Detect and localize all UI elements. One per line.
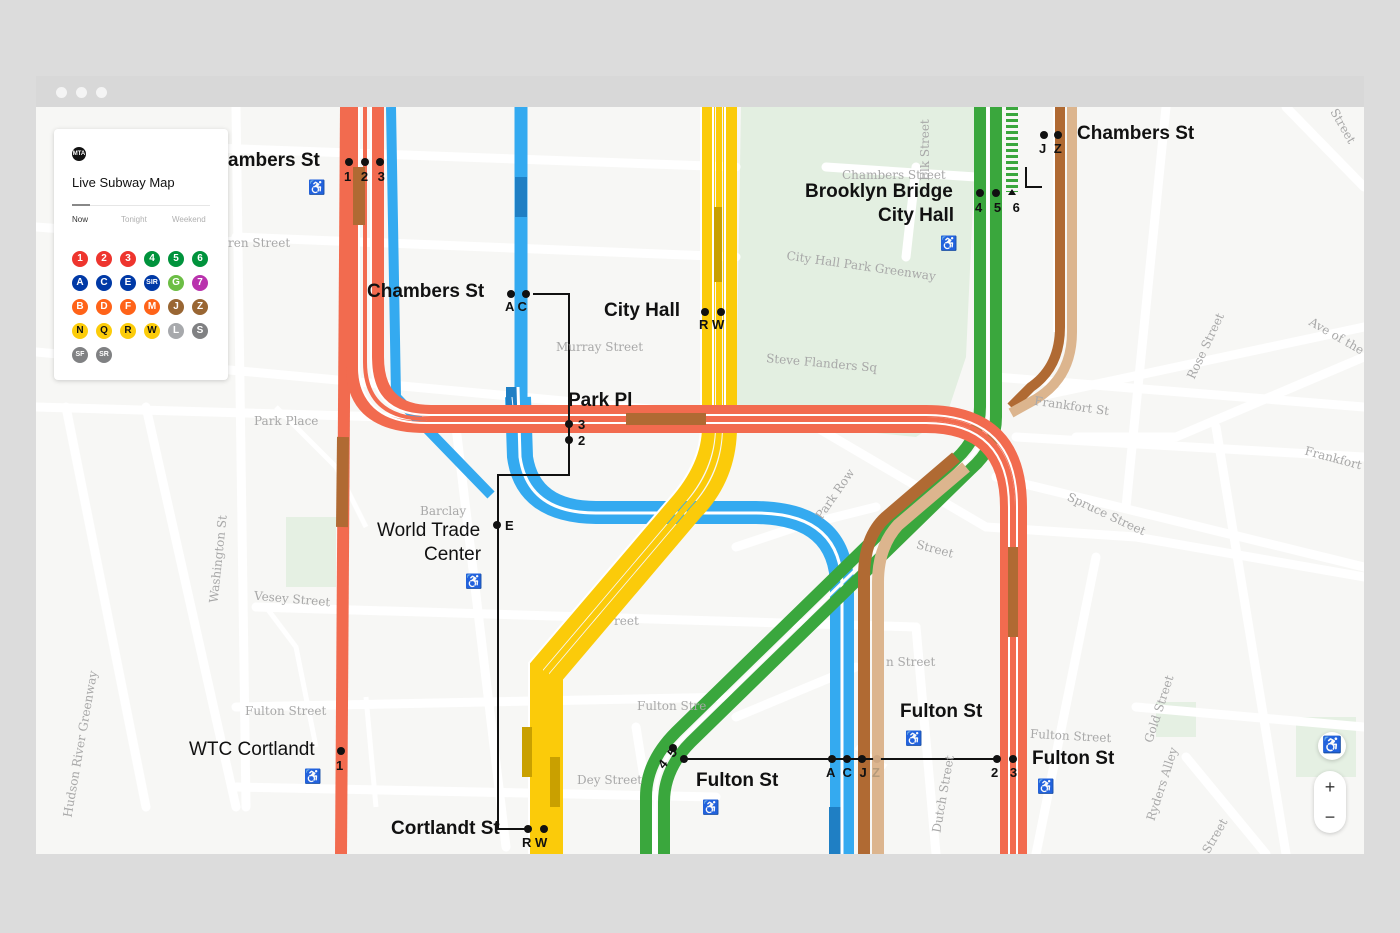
route-park-pl-3: 3 [578, 417, 586, 432]
routes-chambers-123: 1 2 3 [344, 169, 388, 184]
accessible-icon: ♿ [1322, 737, 1342, 754]
station-cortlandt[interactable]: Cortlandt St [391, 818, 500, 839]
tab-divider [72, 205, 210, 206]
map-canvas[interactable] [36, 107, 1364, 854]
route-bullet-sf[interactable]: SF [72, 347, 88, 363]
routes-chambers-jz: J Z [1039, 141, 1064, 156]
route-bullet-s[interactable]: S [192, 323, 208, 339]
street-label: Murray Street [556, 340, 644, 354]
accessible-icon: ♿ [1037, 778, 1055, 794]
route-bullet-7[interactable]: 7 [192, 275, 208, 291]
accessibility-toggle-button[interactable]: ♿ [1318, 732, 1346, 760]
routes-wtc: E [505, 518, 514, 533]
routes-city-hall: R W [699, 317, 725, 332]
station-brooklyn-bridge-line2[interactable]: City Hall [878, 205, 955, 226]
route-bullet-2[interactable]: 2 [96, 251, 112, 267]
route-bullet-r[interactable]: R [120, 323, 136, 339]
routes-fulton-acjz-muted: Z [872, 765, 880, 780]
panel-title: Live Subway Map [72, 175, 175, 190]
station-fulton-acjz[interactable]: Fulton St [900, 701, 983, 722]
route-bullet-1[interactable]: 1 [72, 251, 88, 267]
tab-tonight[interactable]: Tonight [121, 215, 147, 224]
route-bullet-c[interactable]: C [96, 275, 112, 291]
title-bar [36, 76, 1364, 107]
street-label: Chambers Street [842, 168, 946, 182]
route-bullet-l[interactable]: L [168, 323, 184, 339]
maximize-dot[interactable] [96, 87, 107, 98]
street-label: Elk Street [917, 119, 932, 181]
route-6-marker [1008, 189, 1016, 195]
route-bullet-3[interactable]: 3 [120, 251, 136, 267]
accessible-icon: ♿ [304, 768, 322, 784]
routes-fulton-acjz: A C J [826, 765, 869, 780]
street-label: Dey Street [577, 773, 643, 787]
route-bullet-g[interactable]: G [168, 275, 184, 291]
route-1-line [335, 107, 352, 854]
route-bullet-b[interactable]: B [72, 299, 88, 315]
mta-logo: MTA [72, 147, 86, 161]
minimize-dot[interactable] [76, 87, 87, 98]
accessible-icon: ♿ [905, 730, 923, 746]
street-label: Fulton Street [245, 704, 327, 718]
station-chambers-jz[interactable]: Chambers St [1077, 123, 1195, 144]
route-jz-line [858, 107, 1077, 854]
station-chambers-ac[interactable]: Chambers St [367, 281, 485, 302]
route-bullet-sr[interactable]: SR [96, 347, 112, 363]
routes-chambers-ac: A C [505, 299, 527, 314]
route-bullet-4[interactable]: 4 [144, 251, 160, 267]
route-bullet-a[interactable]: A [72, 275, 88, 291]
route-bullet-6[interactable]: 6 [192, 251, 208, 267]
route-bullet-w[interactable]: W [144, 323, 160, 339]
route-bullet-z[interactable]: Z [192, 299, 208, 315]
route-23-line [346, 107, 1027, 854]
street-label: Barclay [420, 504, 467, 518]
route-bullet-d[interactable]: D [96, 299, 112, 315]
street-label: ren Street [228, 236, 291, 250]
street-label: reet [614, 614, 639, 628]
route-bullet-sir[interactable]: SIR [144, 275, 160, 291]
station-wtc-line2[interactable]: Center [424, 544, 482, 565]
browser-window: ren Street Chambers Street Elk Street Ci… [36, 76, 1364, 854]
routes-wtc-cortlandt: 1 [336, 758, 344, 773]
transfer-connectors [497, 167, 1042, 830]
route-bullet-e[interactable]: E [120, 275, 136, 291]
station-fulton-23[interactable]: Fulton St [1032, 748, 1115, 769]
routes-cortlandt: R W [522, 835, 548, 850]
zoom-control: + − [1314, 771, 1346, 833]
tab-selected-indicator [72, 204, 90, 206]
accessible-icon: ♿ [308, 179, 326, 195]
zoom-in-button[interactable]: + [1324, 777, 1336, 797]
route-bullet-f[interactable]: F [120, 299, 136, 315]
map-side-panel: MTA Live Subway Map Now Tonight Weekend … [54, 129, 228, 380]
station-brooklyn-bridge-line1[interactable]: Brooklyn Bridge [805, 181, 953, 202]
accessible-icon: ♿ [940, 235, 958, 251]
route-bullet-5[interactable]: 5 [168, 251, 184, 267]
street-label: Fulton Stre [637, 699, 707, 713]
route-park-pl-2: 2 [578, 433, 586, 448]
station-fulton-45[interactable]: Fulton St [696, 770, 779, 791]
tab-now[interactable]: Now [72, 215, 89, 224]
subway-map[interactable]: ren Street Chambers Street Elk Street Ci… [36, 107, 1364, 854]
station-wtc-line1[interactable]: World Trade [377, 520, 481, 541]
route-bullet-j[interactable]: J [168, 299, 184, 315]
close-dot[interactable] [56, 87, 67, 98]
tab-weekend[interactable]: Weekend [172, 215, 206, 224]
station-wtc-cortlandt[interactable]: WTC Cortlandt [189, 739, 315, 760]
accessible-icon: ♿ [702, 799, 720, 815]
station-park-pl[interactable]: Park Pl [568, 390, 633, 411]
street-label: n Street [886, 655, 936, 669]
route-bullet-m[interactable]: M [144, 299, 160, 315]
route-ace-inner [516, 386, 844, 854]
station-chambers-123[interactable]: ambers St [228, 150, 320, 171]
route-bullet-n[interactable]: N [72, 323, 88, 339]
accessible-icon: ♿ [465, 573, 483, 589]
route-bullet-q[interactable]: Q [96, 323, 112, 339]
routes-fulton-23: 2 3 [991, 765, 1022, 780]
station-dots[interactable] [337, 131, 1062, 833]
routes-brooklyn-bridge: 4 5 6 [975, 200, 1024, 215]
street-label: Park Place [254, 414, 319, 428]
zoom-out-button[interactable]: − [1324, 807, 1336, 827]
station-city-hall[interactable]: City Hall [604, 300, 681, 321]
park-patch [286, 517, 336, 587]
